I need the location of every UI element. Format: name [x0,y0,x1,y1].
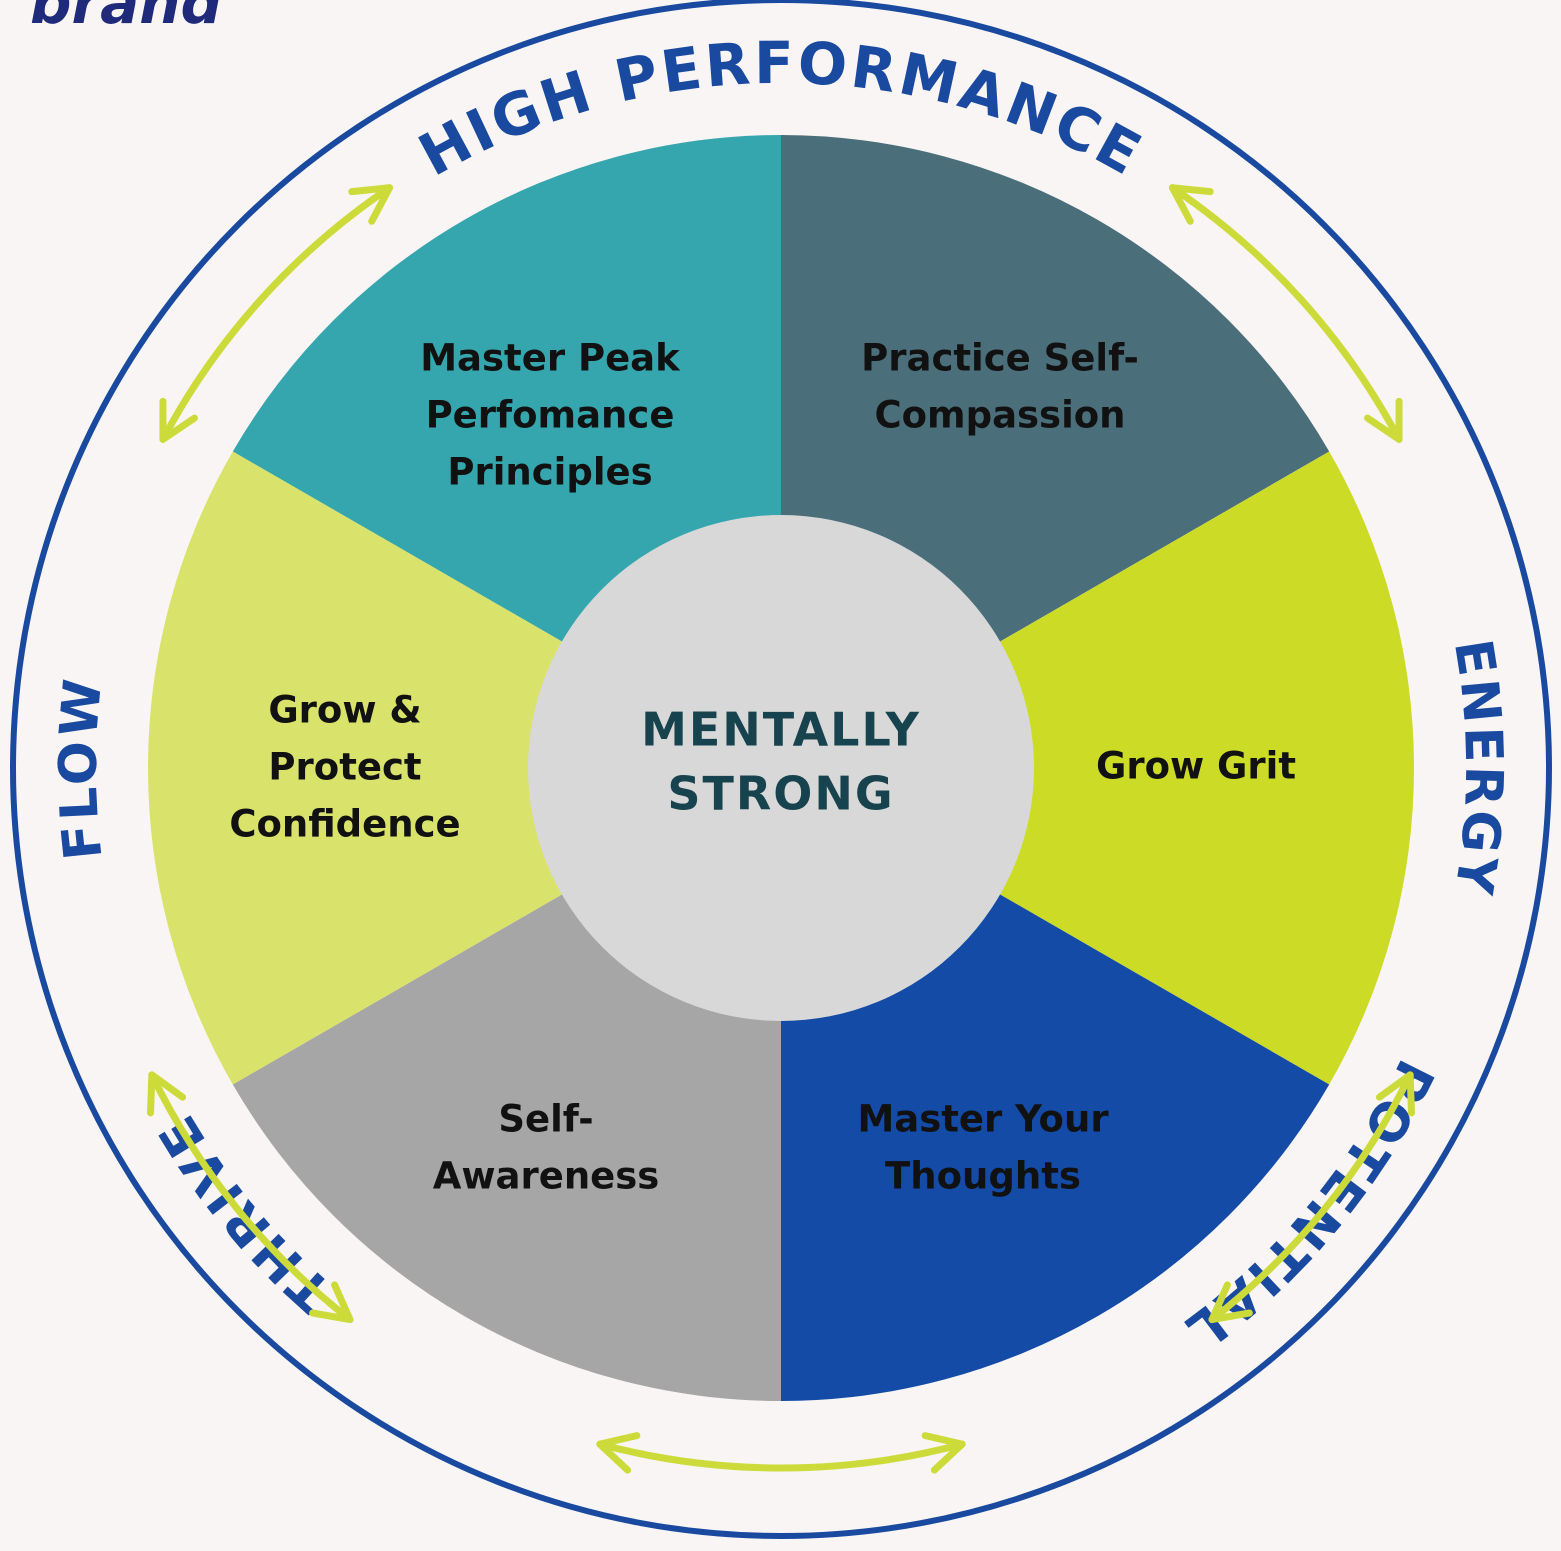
segment-label-compassion-line1: Practice Self- [861,337,1139,380]
segment-label-awareness-line1: Self- [498,1098,593,1141]
brand-logo-text: brand [30,0,223,37]
segment-label-grit-line1: Grow Grit [1096,745,1296,788]
segment-label-awareness-line2: Awareness [433,1155,660,1198]
double-arrow-icon-top-right [1168,184,1403,443]
segment-confidence [148,451,781,1085]
segment-label-peak-line3: Principles [447,451,652,494]
double-arrow-icon-bottom [596,1432,966,1474]
segment-label-confidence-line2: Protect [268,746,421,789]
segment-label-confidence-line3: Confidence [229,803,460,846]
ring-word-energy: ENERGY [1442,635,1513,900]
segment-label-thoughts-line1: Master Your [857,1098,1109,1141]
double-arrow-icon-top-left [159,184,394,443]
segment-label-peak-line2: Perfomance [426,394,675,437]
ring-word-flow: FLOW [49,674,115,863]
double-arrow-icon-bottom-right [1208,1071,1415,1324]
segment-label-peak-line1: Master Peak [420,337,681,380]
segment-label-compassion-line2: Compassion [874,394,1125,437]
segment-grit [781,451,1414,1085]
center-circle [528,515,1034,1021]
double-arrow-icon-bottom-left [147,1071,354,1324]
center-text-line1: MENTALLY [641,703,921,757]
outer-ring [10,0,1552,1539]
segment-label-thoughts-line2: Thoughts [885,1155,1081,1198]
center-text-line2: STRONG [667,767,894,821]
segment-label-confidence-line1: Grow & [268,689,421,732]
